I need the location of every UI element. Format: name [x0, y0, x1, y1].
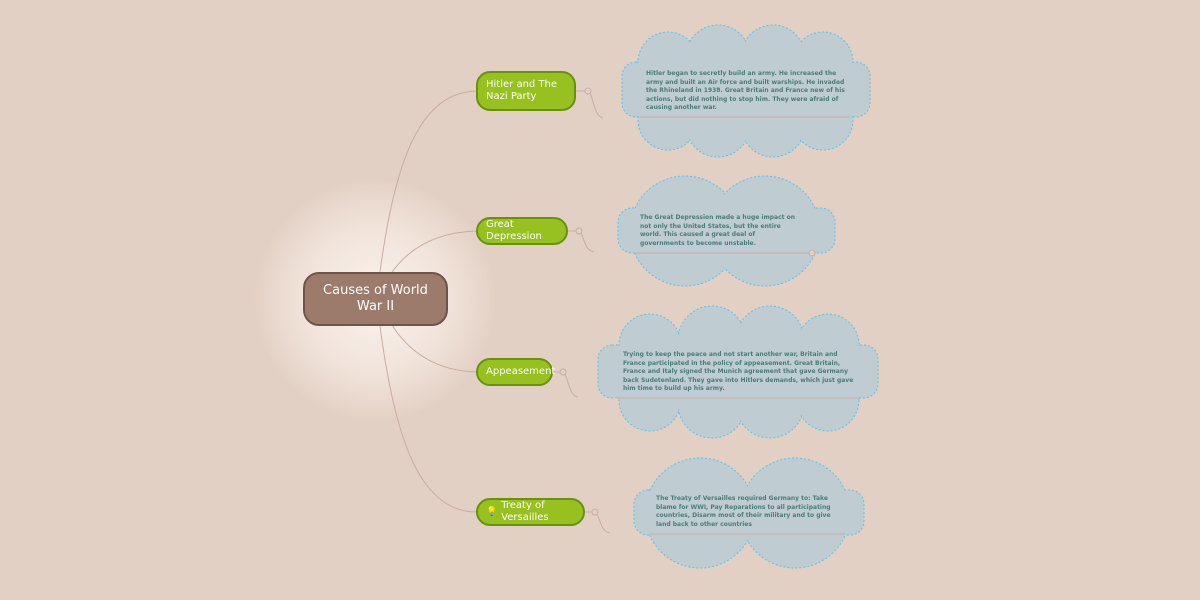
topic-appeasement[interactable]: Appeasement [476, 358, 556, 386]
connector-hitler [379, 90, 478, 273]
topic-label: Great Depression [486, 219, 542, 242]
connector-depression [389, 230, 478, 276]
cloud-treaty [633, 457, 865, 569]
collapse-toggle[interactable] [584, 87, 592, 95]
topic-label: Appeasement [486, 366, 556, 377]
topic-label: Hitler and The Nazi Party [486, 79, 558, 102]
lightbulb-icon: 💡 [486, 507, 498, 517]
collapse-toggle[interactable] [591, 508, 599, 516]
note-appeasement: Trying to keep the peace and not start a… [623, 351, 854, 393]
collapse-toggle[interactable] [575, 227, 583, 235]
note-depression: The Great Depression made a huge impact … [640, 214, 795, 247]
topic-label: Treaty of Versailles [501, 500, 549, 523]
topic-hitler-nazi-party[interactable]: Hitler and The Nazi Party [476, 71, 576, 111]
cloud-appeasement [597, 305, 879, 439]
central-topic[interactable]: Causes of World War II [303, 272, 448, 326]
cloud-hitler [621, 24, 871, 158]
note-hitler: Hitler began to secretly build an army. … [646, 70, 845, 112]
topic-treaty-of-versailles[interactable]: 💡Treaty of Versailles [476, 498, 585, 526]
topic-great-depression[interactable]: Great Depression [476, 217, 568, 245]
cloud-depression [617, 175, 836, 287]
note-treaty: The Treaty of Versailles required German… [656, 495, 831, 528]
collapse-toggle[interactable] [559, 368, 567, 376]
connector-treaty [379, 325, 478, 513]
central-topic-label: Causes of World War II [323, 283, 428, 314]
connector-appeasement [389, 321, 478, 373]
